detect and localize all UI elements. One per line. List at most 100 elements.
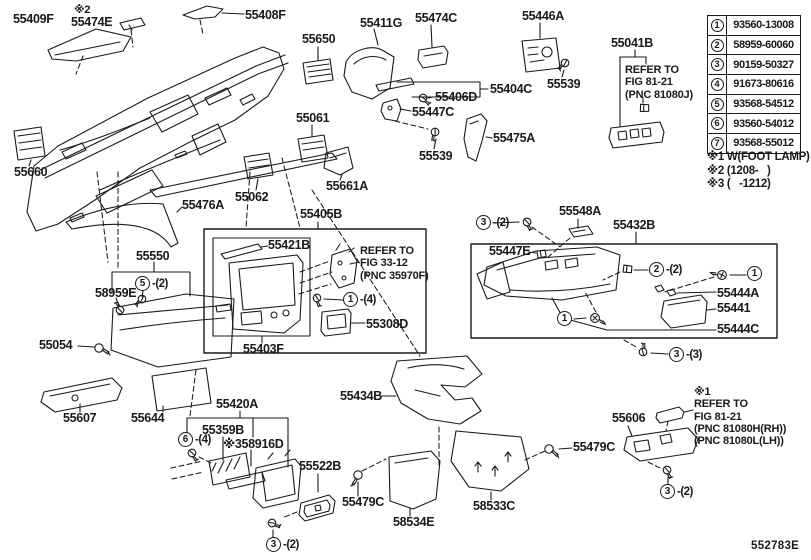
callout-quantity: -(2) <box>493 216 509 229</box>
part-label-55308D: 55308D <box>366 317 408 331</box>
callout-quantity: -(4) <box>360 293 376 306</box>
callout-quantity: -(2) <box>666 263 682 276</box>
console-group <box>380 355 699 517</box>
fastener-callout-1: 1 <box>557 311 572 326</box>
dashed-leaders <box>75 19 715 519</box>
part-label-55447C: 55447C <box>412 105 454 119</box>
part-label-2: ※2 <box>74 4 91 16</box>
part-label-55607: 55607 <box>63 411 97 425</box>
diagram-code-label: 552783E <box>751 540 800 552</box>
part-label-55548A: 55548A <box>559 204 601 218</box>
callout-circle: 1 <box>343 292 358 307</box>
fastener-num-circle: 4 <box>710 77 724 91</box>
radio-group <box>185 410 363 539</box>
part-label-55644: 55644 <box>131 411 165 425</box>
part-label-55474E: 55474E <box>71 15 113 29</box>
callout-circle: 3 <box>660 484 675 499</box>
right-panel-box <box>470 216 778 358</box>
part-label-58959E: 58959E <box>95 286 137 300</box>
part-label-55606: 55606 <box>612 411 646 425</box>
fastener-num-circle: 3 <box>710 58 724 72</box>
callout-circle: 5 <box>135 276 150 291</box>
part-label-55474C: 55474C <box>415 11 457 25</box>
part-label-55408F: 55408F <box>245 8 286 22</box>
fastener-num-cell: 1 <box>708 16 727 35</box>
refer-to-note-3: ※1 REFER TO FIG 81-21 (PNC 81080H(RH)) (… <box>694 386 787 448</box>
callout-circle: 3 <box>476 215 491 230</box>
part-label-55441: 55441 <box>717 301 751 315</box>
part-label-55475A: 55475A <box>493 131 535 145</box>
fastener-part-number: 93560-54012 <box>733 117 794 130</box>
fastener-callout-6: 6-(4) <box>178 432 211 447</box>
part-label-55539: 55539 <box>419 149 453 163</box>
fastener-num-cell: 3 <box>708 55 727 75</box>
callout-quantity: -(2) <box>677 485 693 498</box>
part-label-55421B: 55421B <box>268 238 310 252</box>
fastener-num-circle: 7 <box>710 136 724 150</box>
part-label-55041B: 55041B <box>611 36 653 50</box>
part-label-55411G: 55411G <box>360 16 402 30</box>
callout-quantity: -(3) <box>686 348 702 361</box>
part-label-58534E: 58534E <box>393 515 435 529</box>
fastener-num-cell: 4 <box>708 75 727 94</box>
part-label-55406D: 55406D <box>435 90 477 104</box>
part-shapes-top <box>47 5 665 162</box>
part-label-55550: 55550 <box>136 249 170 263</box>
fastener-table-row: 2 58959-60060 <box>708 35 800 56</box>
glovebox-group <box>40 261 235 413</box>
part-label-55522B: 55522B <box>299 459 341 473</box>
callout-circle: 6 <box>178 432 193 447</box>
fastener-callout-3: 3-(2) <box>660 484 693 499</box>
fastener-num-cell: 5 <box>708 94 727 114</box>
fastener-num-circle: 5 <box>710 97 724 111</box>
callout-quantity: -(2) <box>283 538 299 551</box>
fastener-callout-1: 1 <box>747 266 762 281</box>
part-label-55359B: 55359B <box>202 423 244 437</box>
part-label-55062: 55062 <box>235 190 269 204</box>
part-label-55405B: 55405B <box>300 207 342 221</box>
part-label-55054: 55054 <box>39 338 73 352</box>
part-label-58533C: 58533C <box>473 499 515 513</box>
part-label-55420A: 55420A <box>216 397 258 411</box>
part-label-55444A: 55444A <box>717 286 759 300</box>
part-label-55479C: 55479C <box>573 440 615 454</box>
part-label-55479C: 55479C <box>342 495 384 509</box>
fastener-num-cell: 2 <box>708 35 727 55</box>
fastener-callout-3: 3-(2) <box>476 215 509 230</box>
part-label-55539: 55539 <box>547 77 581 91</box>
fastener-num-circle: 1 <box>710 18 724 32</box>
refer-to-note-2: REFER TO FIG 33-12 (PNC 35970F) <box>360 245 429 282</box>
fastener-part-number: 58959-60060 <box>733 39 794 52</box>
part-label-55409F: 55409F <box>13 12 54 26</box>
fastener-callout-3: 3-(2) <box>266 537 299 552</box>
fastener-callout-3: 3-(3) <box>669 347 702 362</box>
fastener-table-row: 4 91673-80616 <box>708 75 800 95</box>
fastener-callout-2: 2-(2) <box>649 262 682 277</box>
fastener-num-cell: 7 <box>708 134 727 153</box>
fastener-table-row: 7 93568-55012 <box>708 134 800 153</box>
center-cluster-box <box>203 221 427 354</box>
fastener-part-number: 93560-13008 <box>733 19 794 32</box>
part-label-358916D: ※358916D <box>223 437 284 451</box>
fastener-part-number: 93568-54512 <box>733 98 794 111</box>
part-label-55650: 55650 <box>302 32 336 46</box>
callout-circle: 3 <box>669 347 684 362</box>
fastener-part-number: 91673-80616 <box>733 78 794 91</box>
fastener-num-circle: 2 <box>710 38 724 52</box>
part-label-55432B: 55432B <box>613 218 655 232</box>
fastener-callout-5: 5-(2) <box>135 276 168 291</box>
table-notes: ※1 W(FOOT LAMP) ※2 (1208- ) ※3 ( -1212) <box>707 151 810 190</box>
fastener-part-number: 93568-55012 <box>733 137 794 150</box>
fastener-table-row: 5 93568-54512 <box>708 94 800 115</box>
callout-circle: 1 <box>747 266 762 281</box>
fastener-callout-1: 1-(4) <box>343 292 376 307</box>
callout-quantity: -(2) <box>152 277 168 290</box>
callout-circle: 3 <box>266 537 281 552</box>
callout-quantity: -(4) <box>195 433 211 446</box>
part-label-55446A: 55446A <box>522 9 564 23</box>
part-label-55447E: 55447E <box>489 244 531 258</box>
part-label-55404C: 55404C <box>490 82 532 96</box>
